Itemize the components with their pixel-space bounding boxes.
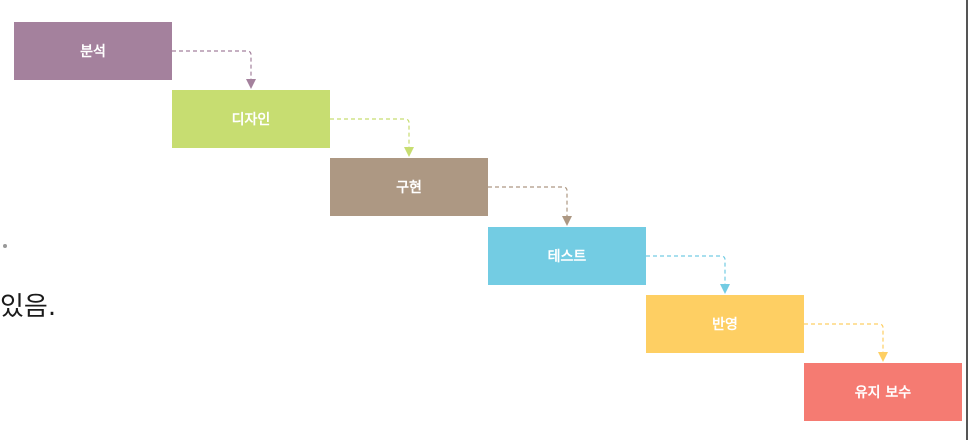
step-label: 테스트 (547, 249, 587, 265)
connector-line (646, 255, 726, 286)
background-text: 있음. (0, 292, 57, 322)
step-implementation: 구현 (330, 158, 488, 216)
step-label: 유지 보수 (854, 385, 912, 401)
connector-arrowhead (562, 216, 572, 226)
connector-line (330, 118, 410, 149)
step-label: 반영 (712, 317, 738, 333)
step-test: 테스트 (488, 227, 646, 285)
connector-arrowhead (404, 147, 414, 157)
connector-line (804, 323, 884, 354)
step-analysis: 분석 (14, 22, 172, 80)
step-label: 분석 (80, 44, 106, 60)
background-dot (3, 244, 7, 248)
step-label: 구현 (396, 180, 422, 196)
step-design: 디자인 (172, 90, 330, 148)
step-deploy: 반영 (646, 295, 804, 353)
window-edge (966, 0, 968, 440)
connector-arrowhead (246, 79, 256, 89)
step-label: 디자인 (231, 112, 271, 128)
connector-arrowhead (878, 352, 888, 362)
connector-line (488, 186, 568, 218)
connector-arrowhead (720, 284, 730, 294)
connector-line (172, 50, 252, 81)
step-maintenance: 유지 보수 (804, 363, 962, 421)
